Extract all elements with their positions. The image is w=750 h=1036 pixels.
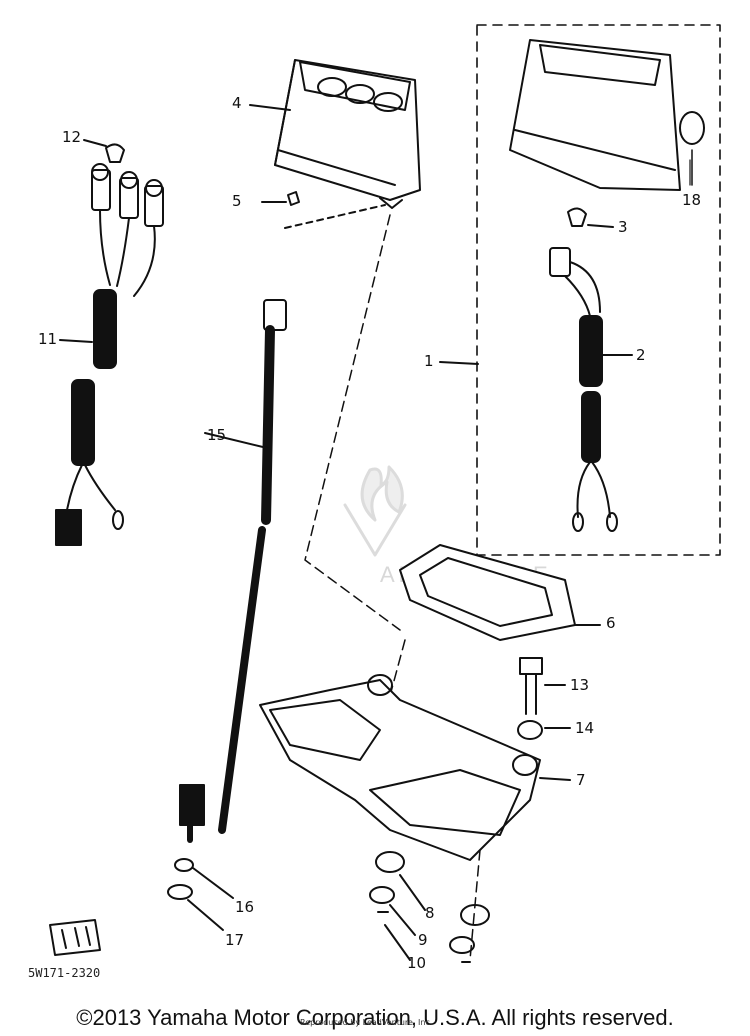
washer-14 xyxy=(517,720,571,740)
copyright-notice: ©2013 Yamaha Motor Corporation, U.S.A. A… xyxy=(76,1005,674,1030)
clip-16 xyxy=(174,858,234,899)
cushion-6 xyxy=(399,544,601,641)
callout-13: 13 xyxy=(570,676,589,694)
screw-5 xyxy=(261,191,386,229)
speedometer-cable-15 xyxy=(179,299,287,843)
tachometer-housing xyxy=(509,39,705,191)
callout-4: 4 xyxy=(232,94,242,112)
callout-2: 2 xyxy=(636,346,646,364)
bulb-3 xyxy=(567,207,614,228)
callout-8: 8 xyxy=(425,904,435,922)
callout-10: 10 xyxy=(407,954,426,972)
callout-labels: 4 12 5 11 15 18 3 2 1 6 13 14 7 16 8 9 1… xyxy=(28,94,701,980)
bolt-13 xyxy=(519,657,566,715)
callout-5: 5 xyxy=(232,192,242,210)
callout-12: 12 xyxy=(62,128,81,146)
callout-16: 16 xyxy=(235,898,254,916)
speedo-harness-11 xyxy=(55,163,164,546)
tach-harness-2 xyxy=(549,247,633,532)
reproduced-credit: Reproduced by LeadVenture, Inc. xyxy=(300,1018,433,1027)
callout-18: 18 xyxy=(682,191,701,209)
assembly-box xyxy=(476,24,721,556)
callout-6: 6 xyxy=(606,614,616,632)
speedometer-housing xyxy=(274,59,421,209)
parts-diagram: ADVENTURE xyxy=(28,24,721,980)
callout-1: 1 xyxy=(424,352,434,370)
callout-11: 11 xyxy=(38,330,57,348)
callout-15: 15 xyxy=(207,426,226,444)
callout-17: 17 xyxy=(225,931,244,949)
bulb-12 xyxy=(83,139,125,163)
watermark-logo xyxy=(343,465,407,557)
callout-14: 14 xyxy=(575,719,594,737)
callout-9: 9 xyxy=(418,931,428,949)
washer-17 xyxy=(167,884,224,931)
callout-3: 3 xyxy=(618,218,628,236)
callout-7: 7 xyxy=(576,771,586,789)
bracket-7 xyxy=(259,674,571,861)
stamp-icon xyxy=(49,919,101,956)
part-code: 5W171-2320 xyxy=(28,966,100,980)
grommets-8-9-10 xyxy=(369,851,490,963)
